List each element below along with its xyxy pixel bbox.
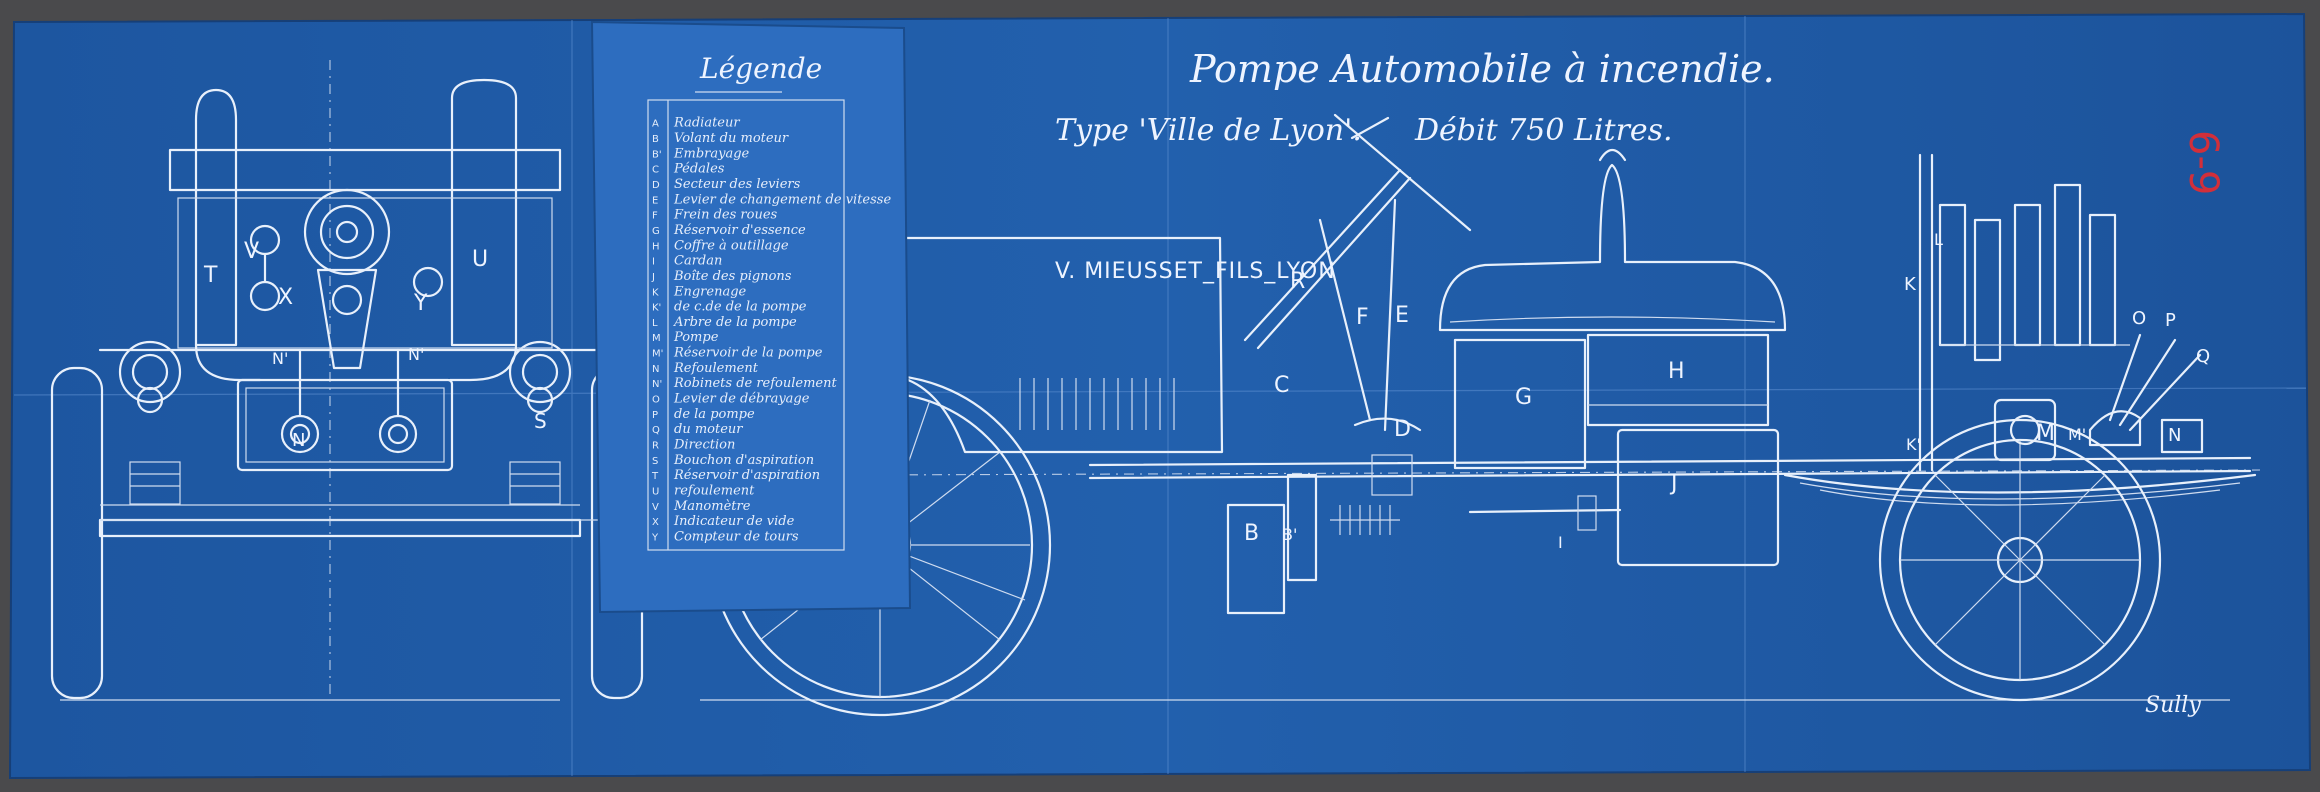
legend-entry-text: Direction [673,437,735,452]
side-label-i: I [1558,533,1563,552]
legend-entry-text: du moteur [674,422,743,437]
front-view-labels: T U V X Y N' N' N S [203,239,547,451]
maker-plate: V. MIEUSSET_FILS_LYON [1055,259,1336,284]
legend-key: G [652,226,660,237]
legend-key: D [652,180,660,191]
legend-entry-text: Réservoir d'aspiration [673,468,820,483]
legend-entry-text: de la pompe [674,407,755,422]
front-label-n-prime-left: N' [272,349,288,368]
legend-entry-text: Réservoir de la pompe [673,346,823,361]
side-label-o: O [2132,308,2146,329]
legend-entry-text: Bouchon d'aspiration [673,453,814,468]
legend-key: T [651,471,659,482]
side-label-k-prime: K' [1906,435,1921,454]
legend-entry-text: Boîte des pignons [673,269,792,284]
front-label-y: Y [413,291,428,316]
legend-key: M [652,333,661,344]
legend-entry-text: Radiateur [673,116,740,131]
side-label-c: C [1274,373,1289,398]
legend-entry-text: Robinets de refoulement [673,376,837,391]
drawing-title: Pompe Automobile à incendie. [1189,47,1775,91]
legend-key: P [652,410,658,421]
front-label-x: X [278,285,293,310]
legend-entry-text: Réservoir d'essence [673,223,806,238]
legend-key: N' [652,379,662,390]
legend-key: F [652,211,658,222]
legend-entry-text: Volant du moteur [674,131,789,146]
legend-entry-text: Levier de changement de vitesse [673,192,891,207]
drawing-subtitle-type: Type 'Ville de Lyon'. [1055,113,1362,148]
legend-entry-text: Embrayage [673,146,750,161]
legend-entry-text: Pédales [673,162,725,177]
legend-key: S [652,456,658,467]
drawing-subtitle-debit: Débit 750 Litres. [1414,113,1673,148]
side-label-d: D [1394,417,1411,442]
side-label-m: M [2036,421,2055,446]
legend-key: M' [652,349,663,360]
legend-key: K' [652,303,661,314]
legend-key: N [652,364,659,375]
side-label-h: H [1668,359,1685,384]
legend-key: I [652,257,655,268]
legend-key: H [652,241,660,252]
side-label-k: K [1904,274,1917,295]
legend-key: C [652,165,659,176]
side-label-f: F [1356,305,1369,330]
side-label-q: Q [2196,346,2210,367]
legend-entry-text: Secteur des leviers [674,177,801,192]
side-view-labels: R F E C D G H J I B B' K L K' M M' N O P… [1244,230,2210,552]
legend-key: A [652,119,659,130]
legend-key: U [652,486,659,497]
front-label-v: V [244,239,259,264]
front-label-t: T [203,263,218,288]
legend-heading: Légende [699,52,822,85]
legend-entry-text: Indicateur de vide [673,514,795,529]
red-archive-mark: 6-9 [2180,130,2226,195]
legend-entry-text: Manomètre [673,499,751,514]
legend-entry-text: Cardan [674,254,722,269]
legend-entry-text: Frein des roues [673,208,778,223]
front-label-u: U [472,247,488,272]
side-label-b: B [1244,521,1259,546]
legend-key: L [652,318,658,329]
side-label-n: N [2168,425,2181,446]
front-label-s: S [534,409,547,433]
side-label-j: J [1669,471,1678,496]
legend-key: E [652,195,658,206]
legend-key: O [652,395,660,406]
legend-entry-text: Coffre à outillage [674,238,789,253]
legend-key: K [652,287,659,298]
side-label-l: L [1934,230,1943,249]
signature: Sully [2145,693,2201,718]
front-label-n: N [292,430,305,451]
legend-entry-text: de c.de de la pompe [674,300,807,315]
legend-key: V [652,502,659,513]
legend-key: B [652,134,659,145]
legend-key: X [652,517,659,528]
side-label-g: G [1515,385,1532,410]
legend-entry-text: Compteur de tours [674,529,799,544]
legend-key: J [651,272,655,283]
legend-key: B' [652,149,662,160]
legend-key: Q [652,425,660,436]
front-label-n-prime-right: N' [408,345,424,364]
side-label-r: R [1290,269,1305,294]
side-label-b-prime: B' [1282,525,1297,544]
legend-entry-text: Levier de débrayage [673,392,810,407]
legend-entry-text: Engrenage [673,284,747,299]
legend-entry-text: Pompe [673,330,719,345]
legend-entry-text: Refoulement [673,361,759,376]
legend-key: Y [651,532,659,543]
side-label-e: E [1395,303,1409,328]
legend-entry-text: refoulement [674,483,755,498]
legend-entry-text: Arbre de la pompe [673,315,797,330]
side-label-m-prime: M' [2068,425,2086,444]
side-label-p: P [2165,310,2176,331]
legend-key: R [652,440,659,451]
